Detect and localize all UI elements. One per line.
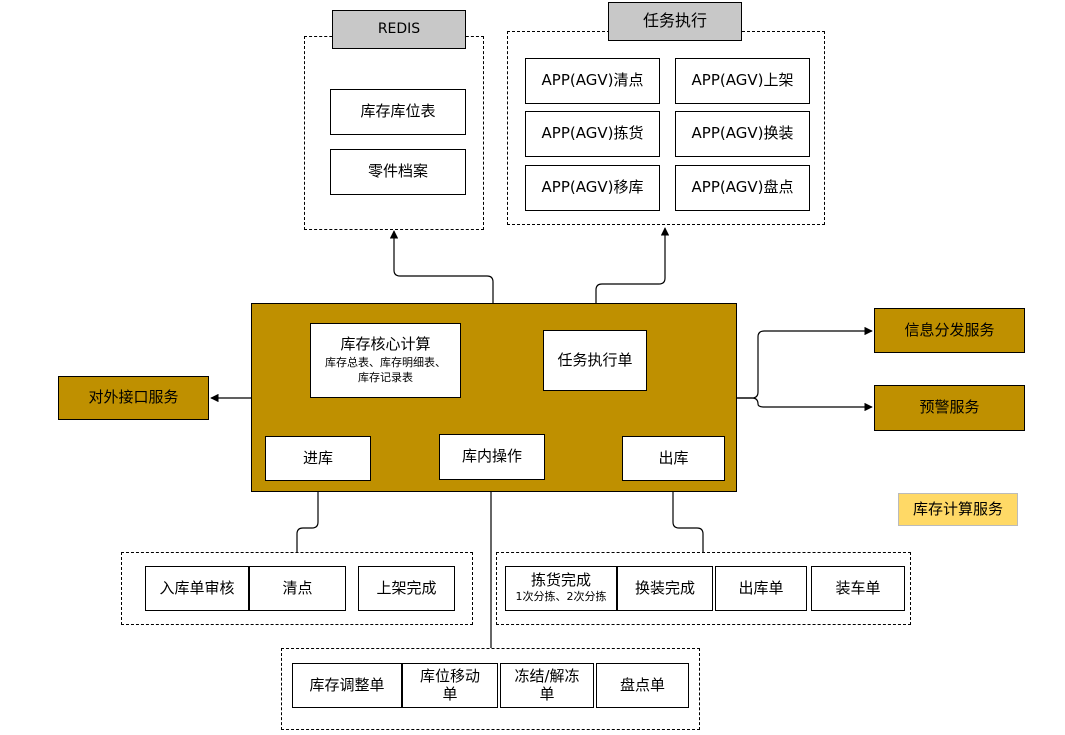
- core-to-info-dispatch-arrow: [736, 326, 873, 399]
- core-calc-sub2: 库存记录表: [358, 370, 413, 384]
- inbound-doc-count: 清点: [249, 566, 346, 611]
- inbound-docs-group: [121, 552, 473, 625]
- task-item-count: APP(AGV)清点: [525, 58, 660, 104]
- inbound-doc-audit: 入库单审核: [145, 566, 249, 611]
- outbound-box: 出库: [622, 436, 725, 481]
- inbound-group-to-inbound-arrow: [296, 482, 323, 552]
- internal-op-box: 库内操作: [439, 434, 545, 480]
- outbound-doc-outbound-order: 出库单: [715, 566, 807, 611]
- core-calc-title: 库存核心计算: [340, 334, 431, 353]
- task-item-repack: APP(AGV)换装: [675, 111, 810, 157]
- internal-doc-adjust: 库存调整单: [292, 663, 402, 708]
- inventory-calc-service-label: 库存计算服务: [898, 493, 1018, 526]
- task-order-to-task-exec-arrow: [595, 227, 670, 330]
- task-item-stocktake: APP(AGV)盘点: [675, 165, 810, 211]
- outbound-doc-loading-order: 装车单: [811, 566, 905, 611]
- warning-service: 预警服务: [874, 385, 1025, 431]
- core-calc-box: 库存核心计算 库存总表、库存明细表、 库存记录表: [310, 323, 461, 398]
- inbound-doc-shelve-done: 上架完成: [358, 566, 455, 611]
- core-to-warning-arrow: [736, 397, 873, 412]
- picking-sub: 1次分拣、2次分拣: [515, 589, 607, 603]
- redis-title: REDIS: [332, 10, 466, 49]
- task-item-pick: APP(AGV)拣货: [525, 111, 660, 157]
- picking-title: 拣货完成: [530, 571, 591, 590]
- outbound-doc-picking: 拣货完成 1次分拣、2次分拣: [505, 566, 617, 611]
- core-to-redis-arrow: [389, 230, 494, 303]
- info-dispatch-service: 信息分发服务: [874, 308, 1025, 353]
- internal-docs-group: [281, 648, 700, 730]
- outbound-docs-group: [496, 552, 911, 625]
- task-item-move: APP(AGV)移库: [525, 165, 660, 211]
- task-exec-title: 任务执行: [608, 2, 742, 41]
- internal-doc-freeze: 冻结/解冻单: [500, 663, 594, 708]
- core-calc-sub1: 库存总表、库存明细表、: [325, 355, 446, 369]
- outbound-group-to-outbound-arrow: [668, 482, 704, 552]
- external-interface-service: 对外接口服务: [58, 376, 209, 420]
- task-order-box: 任务执行单: [543, 330, 647, 391]
- internal-doc-stocktake: 盘点单: [596, 663, 689, 708]
- inbound-box: 进库: [265, 436, 371, 481]
- outbound-doc-repack-done: 换装完成: [617, 566, 713, 611]
- internal-doc-location-move: 库位移动单: [402, 663, 498, 708]
- task-item-shelve: APP(AGV)上架: [675, 58, 810, 104]
- redis-item-part-archive: 零件档案: [330, 149, 466, 195]
- redis-item-stock-location: 库存库位表: [330, 89, 466, 135]
